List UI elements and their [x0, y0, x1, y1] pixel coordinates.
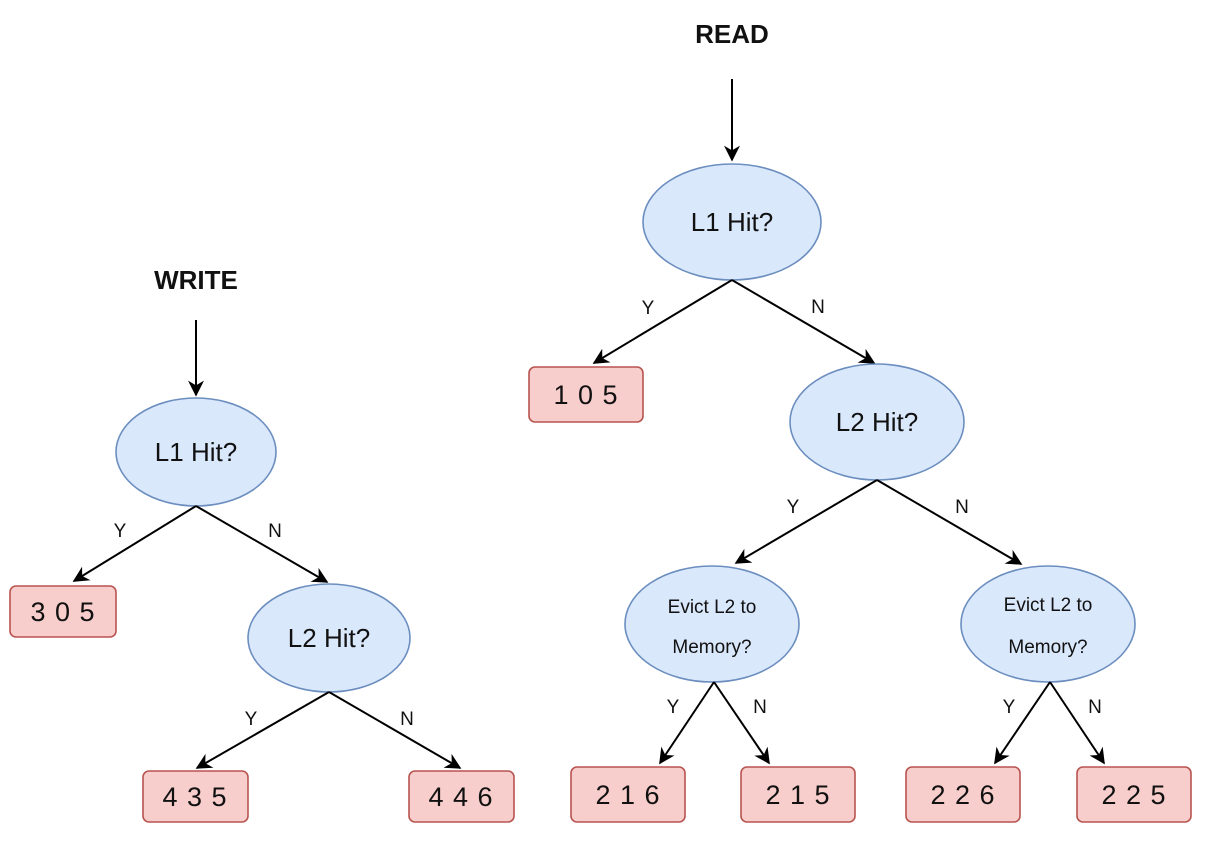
- read-evict-miss-no-edge-label: N: [1088, 697, 1102, 718]
- read-l2-no-arrow: [876, 479, 1023, 565]
- read-evict-hit-no-result-label: 2 1 5: [765, 780, 830, 810]
- read-evict-miss-label-line1: Evict L2 to: [1004, 595, 1093, 616]
- write-l1-hit-result-label: 3 0 5: [30, 597, 95, 627]
- write-root-label: WRITE: [154, 265, 238, 295]
- read-evict-hit-no-arrow: [713, 681, 770, 765]
- read-l1-no-edge-label: N: [811, 297, 825, 318]
- write-l1-yes-arrow: [72, 505, 197, 582]
- read-evict-hit-decision-node: [624, 565, 800, 683]
- read-evict-miss-no-arrow: [1049, 681, 1105, 765]
- write-l1-yes-edge-label: Y: [114, 521, 127, 542]
- write-l2-miss-result-box: [408, 770, 515, 823]
- read-l2-yes-edge-label: Y: [787, 497, 800, 518]
- read-l2-yes-arrow: [734, 479, 878, 564]
- write-l2-decision-label: L2 Hit?: [288, 623, 370, 653]
- read-evict-miss-yes-result-box: [905, 766, 1021, 823]
- read-evict-miss-yes-arrow: [994, 681, 1051, 765]
- read-evict-miss-decision-node: [960, 565, 1136, 683]
- read-root-label: READ: [695, 19, 769, 49]
- read-l2-decision-label: L2 Hit?: [836, 407, 918, 437]
- read-l1-hit-result-box: [528, 366, 644, 423]
- read-evict-hit-label-line1: Evict L2 to: [668, 597, 757, 618]
- read-evict-miss-label-line2: Memory?: [1008, 637, 1087, 658]
- write-l2-yes-edge-label: Y: [245, 709, 258, 730]
- read-evict-hit-label-line2: Memory?: [672, 637, 751, 658]
- write-l1-no-edge-label: N: [268, 521, 282, 542]
- read-evict-miss-no-result-label: 2 2 5: [1101, 780, 1166, 810]
- read-l2-no-edge-label: N: [955, 497, 969, 518]
- write-l1-hit-result-box: [9, 585, 117, 638]
- read-evict-miss-no-result-box: [1076, 766, 1192, 823]
- read-evict-hit-no-edge-label: N: [753, 697, 767, 718]
- read-l1-no-arrow: [731, 279, 876, 364]
- write-l1-no-arrow: [195, 505, 329, 583]
- read-evict-hit-yes-edge-label: Y: [667, 697, 680, 718]
- read-evict-hit-yes-result-box: [570, 766, 686, 823]
- read-evict-miss-yes-edge-label: Y: [1003, 697, 1016, 718]
- read-evict-hit-no-result-box: [740, 766, 856, 823]
- write-l2-hit-result-box: [142, 770, 249, 823]
- write-l2-no-edge-label: N: [400, 709, 414, 730]
- read-tree: READ L1 Hit? Y N 1 0 5 L2 Hit? Y N Evict…: [528, 19, 1192, 823]
- read-l1-yes-edge-label: Y: [642, 298, 655, 319]
- write-tree: WRITE L1 Hit? Y N 3 0 5 L2 Hit? Y N 4 3 …: [9, 265, 515, 823]
- read-l1-hit-result-label: 1 0 5: [553, 380, 618, 410]
- read-evict-miss-yes-result-label: 2 2 6: [930, 780, 995, 810]
- write-l1-decision-label: L1 Hit?: [155, 437, 237, 467]
- read-evict-hit-yes-arrow: [659, 681, 715, 765]
- write-l2-yes-arrow: [195, 691, 330, 769]
- read-evict-hit-yes-result-label: 2 1 6: [595, 780, 660, 810]
- read-l1-yes-arrow: [592, 279, 733, 364]
- write-l2-no-arrow: [328, 691, 462, 769]
- write-l2-miss-result-label: 4 4 6: [428, 782, 493, 812]
- read-l1-decision-label: L1 Hit?: [691, 207, 773, 237]
- write-l2-hit-result-label: 4 3 5: [162, 782, 227, 812]
